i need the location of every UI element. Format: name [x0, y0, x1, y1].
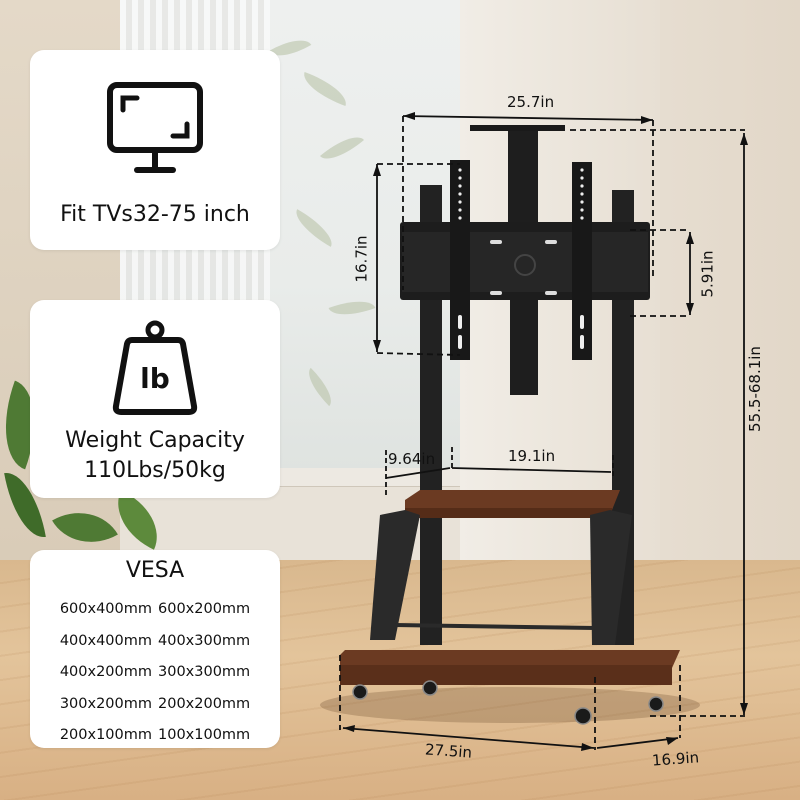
- vesa-size: 600x200mm: [158, 601, 251, 617]
- weight-icon: lb: [112, 320, 198, 415]
- feature-card-vesa: VESA 600x400mm 600x200mm 400x400mm 400x300…: [30, 550, 280, 748]
- dim-total-height: 55.5-68.1in: [745, 346, 764, 432]
- weight-capacity-label: Weight Capacity: [65, 428, 245, 453]
- vesa-size: 300x300mm: [158, 664, 251, 680]
- vesa-row: 300x200mm 200x200mm: [38, 689, 272, 721]
- dim-shelf-depth: 9.64in: [388, 450, 436, 468]
- dim-mount-width: 25.7in: [507, 93, 555, 111]
- tv-size-label: Fit TVs32-75 inch: [60, 202, 250, 227]
- vesa-size: 200x100mm: [59, 727, 152, 743]
- vesa-size: 300x200mm: [59, 695, 152, 712]
- vesa-row: 200x100mm 100x100mm: [38, 720, 272, 752]
- dim-base-width: 27.5in: [424, 740, 473, 762]
- vesa-size: 400x400mm: [59, 632, 152, 649]
- vesa-list: 600x400mm 600x200mm 400x400mm 400x300mm 40…: [38, 594, 272, 752]
- vesa-size: 600x400mm: [59, 601, 152, 617]
- weight-capacity-value: 110Lbs/50kg: [84, 458, 226, 483]
- dim-shelf-width: 19.1in: [508, 447, 556, 465]
- vesa-row: 400x400mm 400x300mm: [38, 626, 272, 658]
- dim-mount-height: 16.7in: [352, 235, 371, 283]
- vesa-size: 400x200mm: [59, 664, 152, 680]
- vesa-size: 400x300mm: [158, 632, 251, 649]
- feature-card-tv-size: Fit TVs32-75 inch: [30, 50, 280, 250]
- vesa-row: 400x200mm 300x300mm: [38, 657, 272, 689]
- vesa-title: VESA: [125, 558, 185, 583]
- dim-plate-height: 5.91in: [698, 250, 717, 298]
- svg-text:lb: lb: [140, 362, 170, 395]
- dim-base-depth: 16.9in: [651, 748, 700, 770]
- vesa-size: 100x100mm: [158, 727, 251, 743]
- feature-card-weight: lb Weight Capacity 110Lbs/50kg: [30, 300, 280, 498]
- monitor-icon: [107, 82, 203, 173]
- vesa-row: 600x400mm 600x200mm: [38, 594, 272, 626]
- vesa-size: 200x200mm: [158, 695, 251, 712]
